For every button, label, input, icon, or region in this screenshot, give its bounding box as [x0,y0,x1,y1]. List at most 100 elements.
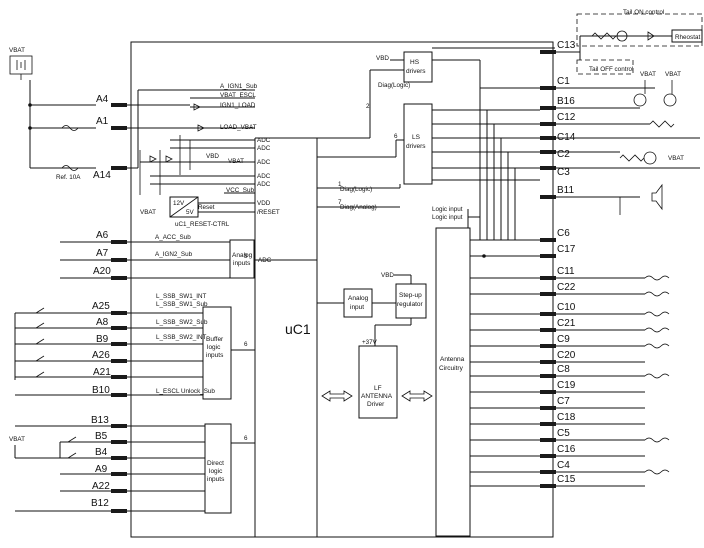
pin-a26: A26 [92,350,127,363]
pin-a14: A14 [93,166,138,181]
reset-bar-label: /RESET [257,209,280,216]
pin-c22: C22 [540,282,576,296]
svg-text:A8: A8 [96,317,109,328]
vcc-sub-label: VCC_Sub [226,187,254,194]
pin-c7: C7 [540,396,570,410]
logic-input-label-1: Logic input [432,206,463,213]
svg-text:LF: LF [374,385,382,392]
pin-c13: C13 [540,40,576,54]
svg-text:C22: C22 [557,282,576,293]
pin-c10: C10 [540,302,576,316]
svg-text:A7: A7 [96,248,109,259]
label-a-acc-sub: A_ACC_Sub [155,234,191,241]
svg-text:C7: C7 [557,396,570,407]
buffer-logic-inputs-block [202,306,232,400]
vbat-label-2: VBAT [9,436,25,443]
svg-text:C1: C1 [557,76,570,87]
reset-ctrl-label: uC1_RESET-CTRL [175,221,230,228]
label-ssb-sw1-int: L_SSB_SW1_INT [156,293,207,300]
uc1-label: uC1 [285,321,311,337]
svg-text:C16: C16 [557,444,576,455]
svg-text:C15: C15 [557,474,576,485]
vbd-label-3: VBD [381,272,394,279]
label-ssb-sw2-sub: L_SSB_SW2_Sub [156,319,208,326]
pin-c8: C8 [540,364,570,378]
pin-a9: A9 [95,464,127,476]
pin-a20: A20 [93,266,127,280]
pin-b16: B16 [540,96,575,110]
svg-text:C11: C11 [557,266,575,277]
right-connector-pins: C13 C1 B16 C12 C14 C2 C3 B11 C6 C17 C11 … [540,40,576,488]
svg-text:Analog: Analog [232,252,253,259]
svg-text:B16: B16 [557,96,575,107]
svg-text:A22: A22 [92,481,110,492]
svg-text:input: input [350,304,364,311]
pin-a7: A7 [96,248,127,262]
adc-label-3: ADC [257,159,271,166]
antenna-circuitry-block [435,227,471,537]
svg-text:HS: HS [410,59,420,66]
pin-a8: A8 [96,317,127,330]
svg-text:A25: A25 [92,301,110,312]
pin-a22: A22 [92,481,127,493]
pin-c2: C2 [540,149,570,160]
svg-text:C8: C8 [557,364,570,375]
vbd-label-2: VBD [376,55,389,62]
bus-count-2: 2 [366,103,370,110]
fuse-symbol [61,125,79,131]
adc-label-2: ADC [257,145,271,152]
bus-count-6a: 6 [244,341,248,348]
svg-text:C12: C12 [557,112,576,123]
logic-input-label-2: Logic input [432,214,463,221]
svg-text:C4: C4 [557,460,570,471]
svg-text:A6: A6 [96,230,109,241]
pin-b11: B11 [540,185,574,199]
bus-count-7: 7 [338,199,342,206]
svg-text:A20: A20 [93,266,111,277]
pin-b9: B9 [96,334,127,346]
reset-label: Reset [198,204,215,211]
pin-b13: B13 [91,415,127,428]
svg-text:C3: C3 [557,167,570,178]
svg-text:B4: B4 [95,447,108,458]
svg-text:C20: C20 [557,350,576,361]
svg-text:C5: C5 [557,428,570,439]
svg-text:regulator: regulator [397,301,423,308]
svg-text:A4: A4 [96,94,109,105]
svg-text:B11: B11 [557,185,574,196]
lamp-symbol-3 [643,151,657,165]
pin-a1: A1 [96,116,138,130]
lf-antenna-driver-block [358,345,398,419]
bus-count-6c: 6 [394,133,398,140]
pin-c6: C6 [540,228,570,242]
uc1-module-outline [130,41,554,538]
svg-text:logic: logic [207,344,221,351]
pin-c9: C9 [540,334,570,348]
transistor-symbol-1 [616,30,628,42]
antenna-coils [556,275,670,487]
pin-c12: C12 [540,112,576,126]
pin-c3: C3 [540,166,570,178]
v37-label: +37V [362,339,378,346]
vbat-label-3: VBAT [228,158,244,165]
label-ssb-sw2-int: L_SSB_SW2_INT [156,334,207,341]
analog-input-block [343,288,373,318]
pin-a6: A6 [96,230,127,244]
pin-c19: C19 [540,380,576,394]
svg-text:ANTENNA: ANTENNA [361,393,393,400]
svg-text:C13: C13 [557,40,576,51]
rheostat-label: Rheostat [675,34,700,41]
ref-fuse-label: Ref. 10A [56,174,81,181]
bidirectional-arrow-left [321,390,353,402]
label-ssb-sw1-sub: L_SSB_SW1_Sub [156,301,208,308]
pin-c17: C17 [540,244,576,258]
bus-count-3: 3 [244,253,248,260]
bus-count-6b: 6 [244,435,248,442]
adc-label-4: ADC [257,173,271,180]
adc-label-5: ADC [257,181,271,188]
svg-text:A9: A9 [95,464,108,475]
adc-label-1: ADC [257,137,271,144]
diag-logic-label-1: Diag(Logic) [378,82,410,89]
adc-label-6: ADC [258,257,272,264]
